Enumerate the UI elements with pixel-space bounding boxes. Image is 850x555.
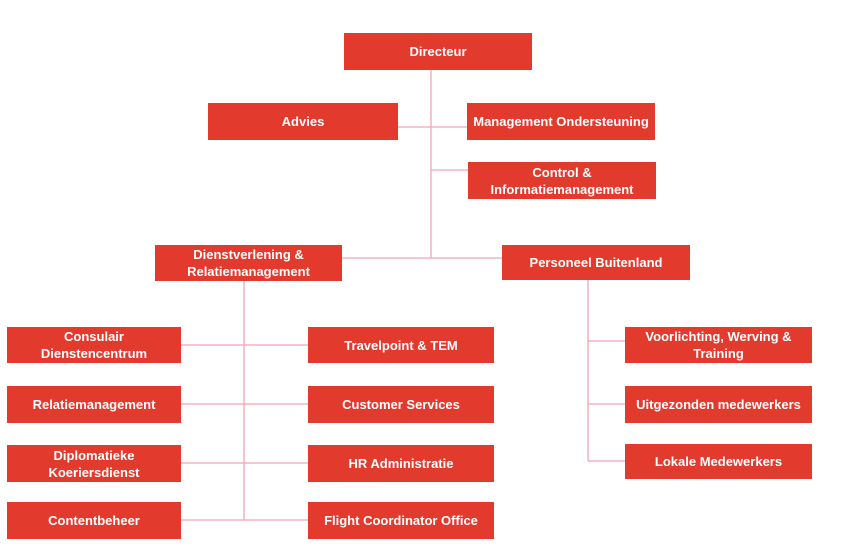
node-label: Uitgezonden medewerkers	[636, 397, 801, 412]
node-advies: Advies	[208, 103, 398, 140]
node-management-ondersteuning: Management Ondersteuning	[467, 103, 655, 140]
node-label: Diplomatieke Koeriersdienst	[48, 447, 140, 480]
node-label: Directeur	[409, 44, 467, 59]
node-label: Travelpoint & TEM	[344, 337, 458, 353]
node-label: Consulair Dienstencentrum	[40, 329, 148, 361]
node-uitgezonden-medewerkers: Uitgezonden medewerkers	[625, 386, 812, 423]
node-hr-administratie: HR Administratie	[308, 445, 494, 482]
node-label: Lokale Medewerkers	[654, 454, 783, 469]
node-label: Customer Services	[342, 397, 460, 412]
node-label: Dienstverlening & Relatiemanagement	[187, 247, 310, 279]
node-personeel-buitenland: Personeel Buitenland	[502, 245, 690, 280]
node-travelpoint-tem: Travelpoint & TEM	[308, 327, 494, 363]
node-control-informatiemanagement: Control & Informatiemanagement	[468, 162, 656, 199]
node-consulair-dienstencentrum: Consulair Dienstencentrum	[7, 327, 181, 363]
node-diplomatieke-koeriersdienst: Diplomatieke Koeriersdienst	[7, 445, 181, 482]
node-label: Control & Informatiemanagement	[490, 164, 634, 197]
node-relatiemanagement: Relatiemanagement	[7, 386, 181, 423]
node-voorlichting-werving-training: Voorlichting, Werving & Training	[625, 327, 812, 363]
node-label: Personeel Buitenland	[529, 255, 663, 270]
node-label: Management Ondersteuning	[473, 114, 649, 129]
node-lokale-medewerkers: Lokale Medewerkers	[625, 444, 812, 479]
node-contentbeheer: Contentbeheer	[7, 502, 181, 539]
node-label: HR Administratie	[348, 456, 454, 471]
node-label: Voorlichting, Werving & Training	[645, 329, 792, 361]
node-label: Relatiemanagement	[32, 397, 156, 412]
node-directeur: Directeur	[344, 33, 532, 70]
node-flight-coordinator-office: Flight Coordinator Office	[308, 502, 494, 539]
node-customer-services: Customer Services	[308, 386, 494, 423]
node-label: Flight Coordinator Office	[324, 513, 478, 528]
node-label: Advies	[281, 114, 325, 129]
node-label: Contentbeheer	[48, 513, 140, 528]
node-dienstverlening: Dienstverlening & Relatiemanagement	[155, 245, 342, 281]
